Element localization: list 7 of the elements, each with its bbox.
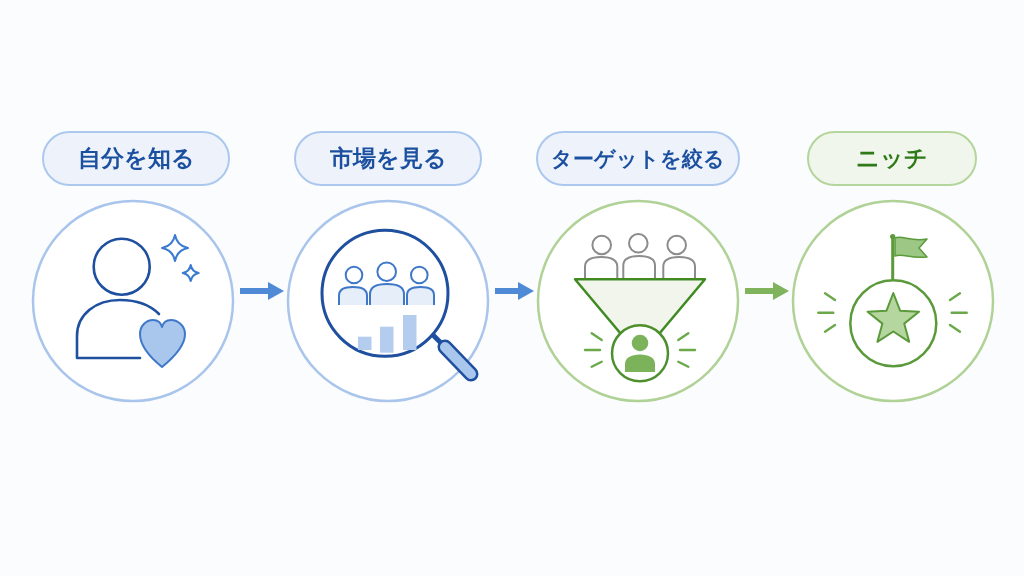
step-label: 自分を知る: [42, 131, 230, 186]
step-label: 市場を見る: [294, 131, 482, 186]
arrow: [240, 282, 284, 300]
arrow: [495, 282, 534, 300]
step-label: ターゲットを絞る: [536, 131, 740, 186]
arrow: [745, 282, 789, 300]
step-label: ニッチ: [807, 131, 977, 186]
